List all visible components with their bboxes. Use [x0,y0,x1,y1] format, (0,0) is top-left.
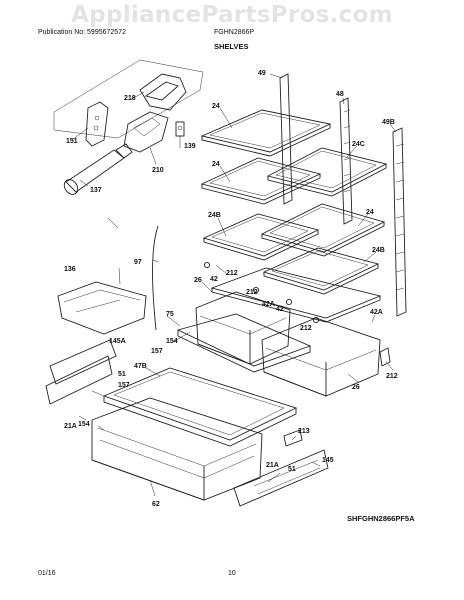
callout-label: 51 [118,371,126,378]
crisper-cover [210,267,382,323]
callout-label: 24B [208,212,221,219]
callout-label: 24 [212,161,220,168]
callout-label: 145A [109,338,126,345]
water-tube [152,225,159,331]
callout-label: 157 [151,348,163,355]
callout-label: 51 [288,466,296,473]
callout-label: 42A [262,301,275,308]
callout-label: 75 [166,311,174,318]
page-number: 10 [228,570,236,577]
crisper-drawer-right [261,317,381,397]
callout-label: 49B [382,119,395,126]
callout-label: 97 [134,259,142,266]
callout-label: 151 [66,138,78,145]
crisper-drawer-left [195,291,291,365]
callout-label: 62 [152,501,160,508]
leader-lines [71,73,397,497]
section-title: SHELVES [214,42,249,51]
callout-label: 48 [336,91,344,98]
drawer-rails [45,339,329,507]
publication-number: Publication No: 5995672572 [38,29,126,36]
model-number: FGHN2866P [214,29,255,36]
deli-drawer [91,397,263,501]
callout-label: 145 [322,457,334,464]
callout-label: 24 [212,103,220,110]
callout-label: 42 [276,306,284,313]
callout-label: 24 [366,209,374,216]
callout-label: 218 [124,95,136,102]
callout-label: 154 [78,421,90,428]
callout-label: 21A [64,423,77,430]
drawer-rollers [203,261,391,367]
callout-label: 24B [372,247,385,254]
shelf-upper-left [200,109,332,157]
callout-label: 213 [298,428,310,435]
shelf-lower-left [202,213,320,261]
callout-label: 154 [166,338,178,345]
shelf-tracks [279,73,407,317]
callout-label: 212 [246,289,258,296]
footer-date: 01/16 [38,570,56,577]
callout-label: 42 [210,276,218,283]
deli-shelf [102,367,298,447]
shelf-middle-right [260,203,386,257]
callout-label: 137 [90,187,102,194]
water-filter [63,143,133,195]
diagram-code: SHFGHN2866PF5A [347,514,415,523]
callout-label: 21A [266,462,279,469]
callout-label: 26 [194,277,202,284]
filter-inset [53,59,204,195]
callout-label: 157 [118,382,130,389]
shelf-upper-right [266,147,388,197]
callout-label: 210 [152,167,164,174]
shelf-bin [57,281,147,335]
filter-housing [123,73,187,153]
watermark: AppliancePartsPros.com [71,2,393,28]
callout-label: 139 [184,143,196,150]
drawer-cover [176,313,312,373]
callout-label: 26 [352,384,360,391]
callout-label: 212 [386,373,398,380]
shelf-middle-left [200,157,322,205]
callout-label: 42A [370,309,383,316]
callout-label: 212 [300,325,312,332]
callout-label: 47B [134,363,147,370]
callout-label: 49 [258,70,266,77]
callout-label: 136 [64,266,76,273]
callout-label: 24C [352,141,365,148]
callout-labels: 49 48 49B 24 24C 24 24B 24 24B 26 212 42… [64,70,398,508]
callout-label: 212 [226,270,238,277]
filter-clip [175,121,185,137]
filter-cover [85,101,109,147]
inset-frame [53,59,204,139]
shelf-lower-right [262,247,380,295]
